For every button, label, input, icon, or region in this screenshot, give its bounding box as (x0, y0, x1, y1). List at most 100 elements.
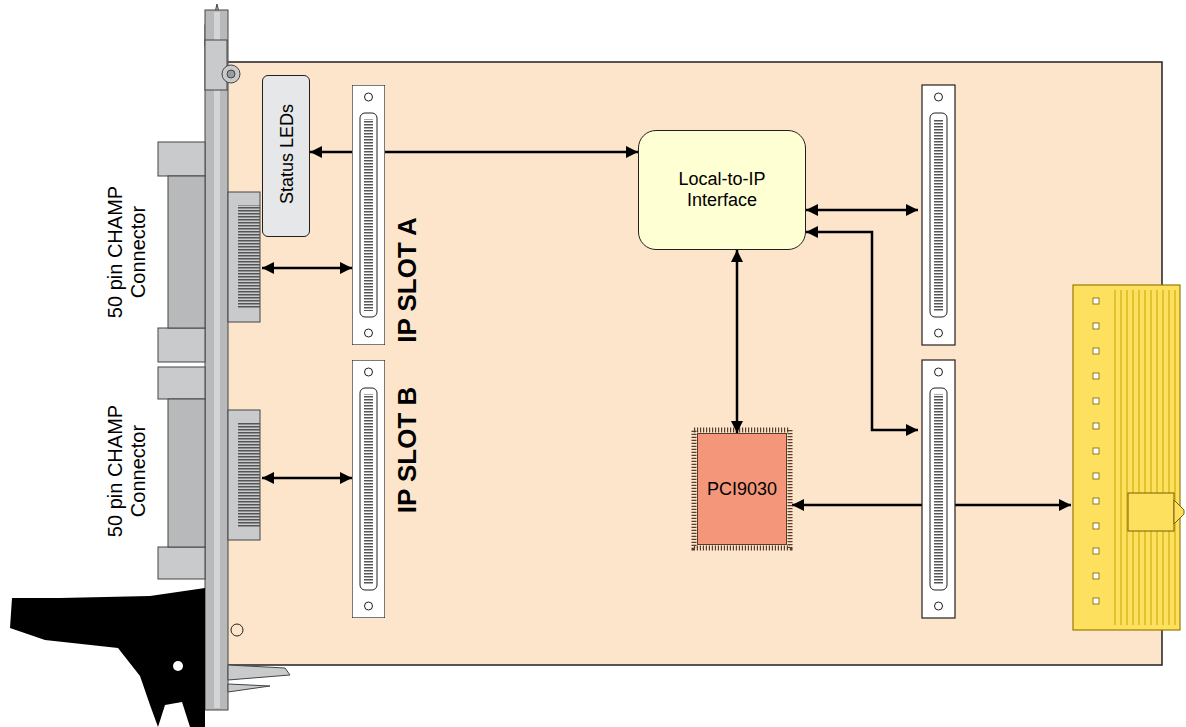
ip-connector (352, 360, 385, 618)
panel-guide (228, 665, 290, 680)
connector-hole (935, 93, 943, 101)
cpci-pin (1093, 523, 1099, 529)
connector-hole (365, 368, 373, 376)
connector-shell (930, 388, 947, 590)
connector-hole (365, 329, 373, 337)
connector-flange (158, 367, 205, 399)
connector-flange (158, 547, 205, 579)
label-holder: 50 pin CHAMP Connector (104, 167, 150, 337)
connector-hole (365, 602, 373, 610)
ip-connector (922, 360, 955, 618)
connector-hole (365, 93, 373, 101)
label-holder: 50 pin CHAMP Connector (104, 386, 150, 556)
cpci-pin (1093, 373, 1099, 379)
component-label: Local-to-IP Interface (652, 169, 792, 210)
cpci-rib (1139, 290, 1140, 625)
label-holder: IP SLOT B (393, 340, 423, 560)
slot-label: IP SLOT A (393, 170, 423, 390)
connector-flange (158, 142, 205, 176)
champ-connector-rear (228, 410, 260, 540)
connector-hole (935, 602, 943, 610)
ip-connector (922, 85, 955, 345)
ip-connector (352, 85, 385, 345)
cpci-rib (1151, 290, 1152, 625)
cpci-pin (1093, 323, 1099, 329)
panel-screw-head (227, 70, 235, 78)
cpci-pin (1093, 598, 1099, 604)
cpci-pin (1093, 448, 1099, 454)
connector-pins (364, 394, 373, 584)
pci-chip: PCI9030 (697, 433, 787, 545)
ip-slot-connector: IP SLOT A (352, 85, 385, 345)
connector-shell (930, 113, 947, 317)
connector-flange (158, 328, 205, 362)
cpci-rib (1163, 290, 1164, 625)
ip-connector-drawing (352, 360, 385, 618)
cpci-pin (1093, 423, 1099, 429)
cpci-rib (1121, 290, 1122, 625)
champ-connector: 50 pin CHAMP Connector (158, 365, 262, 581)
status-leds: Status LEDs (262, 75, 310, 237)
connector-pins (934, 119, 943, 311)
drawing-part (1073, 285, 1184, 630)
connector-shell (360, 113, 377, 317)
bus-arrow (806, 232, 918, 430)
cpci-latch (1128, 493, 1174, 531)
cpci-rib (1145, 290, 1146, 625)
component-label: PCI9030 (707, 479, 777, 500)
cpci-pin (1093, 548, 1099, 554)
connector-shell (360, 388, 377, 590)
ejector-hole (173, 661, 183, 671)
cpci-pin (1093, 298, 1099, 304)
cpci-pin (1093, 473, 1099, 479)
connector-pins (364, 119, 373, 311)
cpci-rib (1175, 290, 1176, 625)
connector-hole (935, 368, 943, 376)
signal-arrow (262, 267, 352, 270)
chip-pins (694, 430, 790, 548)
label-holder: Status LEDs (277, 79, 298, 229)
drawing-part (922, 85, 955, 618)
panel-block (205, 40, 227, 90)
cpci-rib (1115, 290, 1116, 625)
champ-connector-body (168, 399, 205, 547)
label-holder: IP SLOT A (393, 170, 423, 390)
connector-pins (934, 394, 943, 584)
signal-arrow (262, 477, 352, 480)
bus-arrow (806, 209, 918, 212)
champ-connector-body (168, 176, 205, 328)
interface-box: Local-to-IP Interface (638, 130, 806, 250)
component-label: 50 pin CHAMP Connector (104, 386, 150, 556)
champ-connector-rear (228, 192, 260, 322)
connector-hole (935, 329, 943, 337)
ejector-hole (93, 657, 103, 667)
ip-connector-drawing (352, 85, 385, 345)
cpci-rib (1133, 290, 1134, 625)
ejector-notch (158, 702, 190, 727)
cpci-rib (1169, 290, 1170, 625)
component-label: Status LEDs (277, 79, 298, 229)
slot-label: IP SLOT B (393, 340, 423, 560)
mounting-hole (231, 624, 243, 636)
cpci-connector (1073, 285, 1180, 630)
panel-guide (228, 684, 270, 692)
ip-slot-connector: IP SLOT B (352, 360, 385, 618)
connector-pins (238, 205, 260, 309)
cpci-rib (1127, 290, 1128, 625)
component-label: 50 pin CHAMP Connector (104, 167, 150, 337)
panel-highlight (214, 12, 220, 708)
cpci-rib (1157, 290, 1158, 625)
cpci-latch-tip (1174, 500, 1184, 524)
signal-arrow (736, 250, 739, 433)
cpci-pin (1093, 498, 1099, 504)
champ-connector: 50 pin CHAMP Connector (158, 140, 262, 364)
cpci-pin (1093, 398, 1099, 404)
cpci-pin (1093, 348, 1099, 354)
ejector-handle (10, 588, 205, 727)
panel-screw (222, 65, 240, 83)
front-panel (205, 10, 228, 710)
cpci-pin (1093, 573, 1099, 579)
